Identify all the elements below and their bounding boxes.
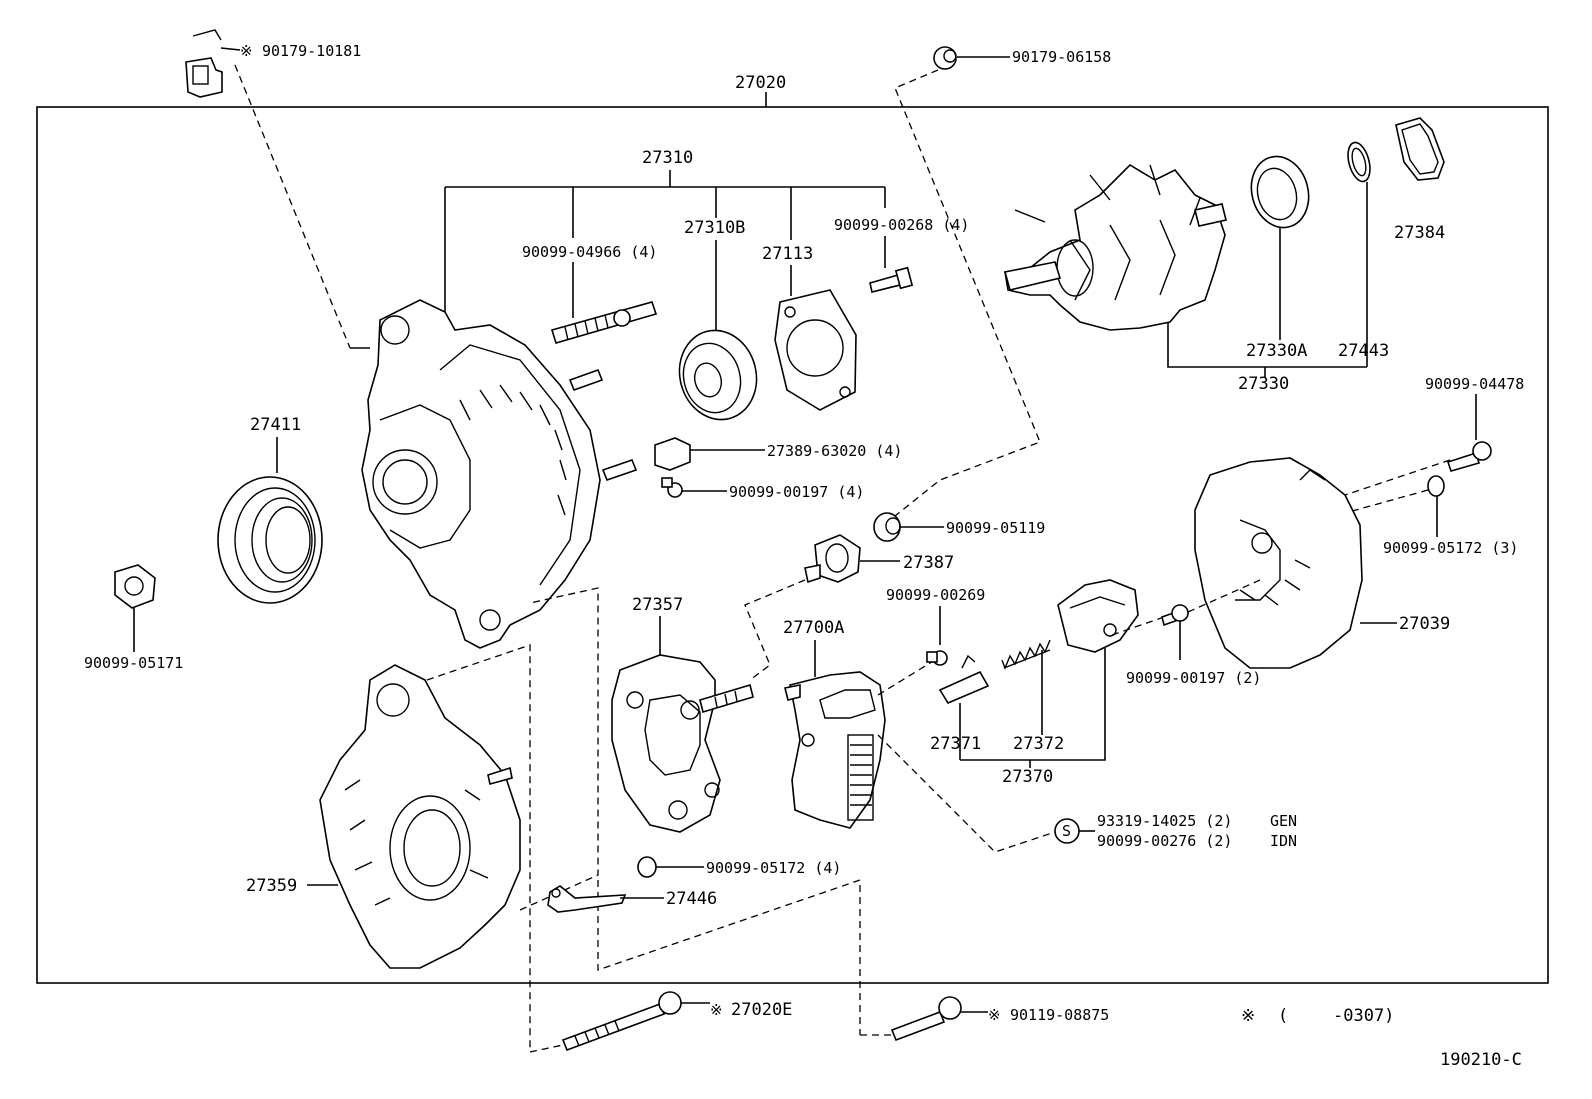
ring-part <box>1395 117 1445 181</box>
screw-part-00268 <box>869 266 914 293</box>
assembly-number-label: 27020 <box>735 73 786 93</box>
nut-part-05172-4 <box>637 856 657 878</box>
note-mark-2: ※ <box>710 1001 723 1019</box>
pulley-part <box>217 476 323 604</box>
brush-holder-part <box>1057 579 1139 653</box>
label-27113: 27113 <box>762 244 813 264</box>
spring-part <box>1001 639 1051 670</box>
nut-part-05172-3 <box>1427 475 1445 497</box>
s-symbol: S <box>1054 818 1080 844</box>
label-90099-00197-2: 90099-00197 (2) <box>1126 669 1261 687</box>
rear-cover-part <box>1194 457 1363 669</box>
clip-part <box>185 29 223 98</box>
bolt-part-08875 <box>890 996 962 1042</box>
rotor-part <box>1003 163 1227 331</box>
label-27371: 27371 <box>930 734 981 754</box>
through-bolt-part <box>561 991 682 1052</box>
label-90099-00197-4: 90099-00197 (4) <box>729 483 864 501</box>
label-90119-08875: 90119-08875 <box>1010 1006 1109 1024</box>
label-90099-00269: 90099-00269 <box>886 586 985 604</box>
terminal-part <box>654 437 691 471</box>
regulator-part <box>784 671 886 829</box>
drive-end-frame-part <box>361 299 638 649</box>
note-mark-3: ※ <box>988 1006 1001 1024</box>
label-90099-00276: 90099-00276 (2) <box>1097 832 1232 850</box>
screw-part-00197-2 <box>1161 604 1189 627</box>
label-27330A: 27330A <box>1246 341 1307 361</box>
label-27384: 27384 <box>1394 223 1445 243</box>
assembly-frame <box>36 106 1549 984</box>
label-93319-14025: 93319-14025 (2) <box>1097 812 1232 830</box>
bearing-part-27310B <box>678 329 758 421</box>
stud-bolt-part <box>550 301 658 344</box>
label-27310B: 27310B <box>684 218 745 238</box>
retainer-plate-part <box>774 289 857 411</box>
label-gen: GEN <box>1270 812 1297 830</box>
cap-part-05119 <box>873 512 901 542</box>
label-90179-10181: 90179-10181 <box>262 42 361 60</box>
label-27310: 27310 <box>642 148 693 168</box>
insulator-part <box>804 534 861 584</box>
label-27700A: 27700A <box>783 618 844 638</box>
label-27039: 27039 <box>1399 614 1450 634</box>
bearing-part-27330A <box>1250 155 1310 229</box>
note-mark-legend: ※ <box>1241 1006 1255 1026</box>
cap-part-06158 <box>933 46 957 70</box>
nut-part <box>114 564 156 609</box>
bolt-part-04478 <box>1446 441 1492 472</box>
label-27446: 27446 <box>666 889 717 909</box>
label-27372: 27372 <box>1013 734 1064 754</box>
label-27411: 27411 <box>250 415 301 435</box>
label-90099-05119: 90099-05119 <box>946 519 1045 537</box>
note-open-paren: ( <box>1278 1006 1288 1026</box>
label-90099-04966: 90099-04966 (4) <box>522 243 657 261</box>
label-90179-06158: 90179-06158 <box>1012 48 1111 66</box>
label-90099-00268: 90099-00268 (4) <box>834 216 969 234</box>
note-mark-1: ※ <box>240 42 253 60</box>
label-27357: 27357 <box>632 595 683 615</box>
label-90099-05172-4: 90099-05172 (4) <box>706 859 841 877</box>
label-27359: 27359 <box>246 876 297 896</box>
label-90099-04478: 90099-04478 <box>1425 375 1524 393</box>
label-27387: 27387 <box>903 553 954 573</box>
label-27020E: 27020E <box>731 1000 792 1020</box>
s-symbol-letter: S <box>1062 822 1071 840</box>
brush-part <box>938 654 990 705</box>
screw-part-00197-4 <box>661 477 683 498</box>
label-27389-63020: 27389-63020 (4) <box>767 442 902 460</box>
label-27370: 27370 <box>1002 767 1053 787</box>
label-90099-05172-3: 90099-05172 (3) <box>1383 539 1518 557</box>
rectifier-part <box>611 654 754 833</box>
note-range: -0307) <box>1333 1006 1394 1026</box>
figure-code: 190210-C <box>1440 1050 1522 1070</box>
washer-part <box>1347 141 1371 183</box>
lead-part <box>547 885 627 913</box>
label-90099-05171: 90099-05171 <box>84 654 183 672</box>
label-27330: 27330 <box>1238 374 1289 394</box>
label-idn: IDN <box>1270 832 1297 850</box>
label-27443: 27443 <box>1338 341 1389 361</box>
rear-frame-part <box>319 664 521 969</box>
screw-part-00269 <box>926 650 948 666</box>
